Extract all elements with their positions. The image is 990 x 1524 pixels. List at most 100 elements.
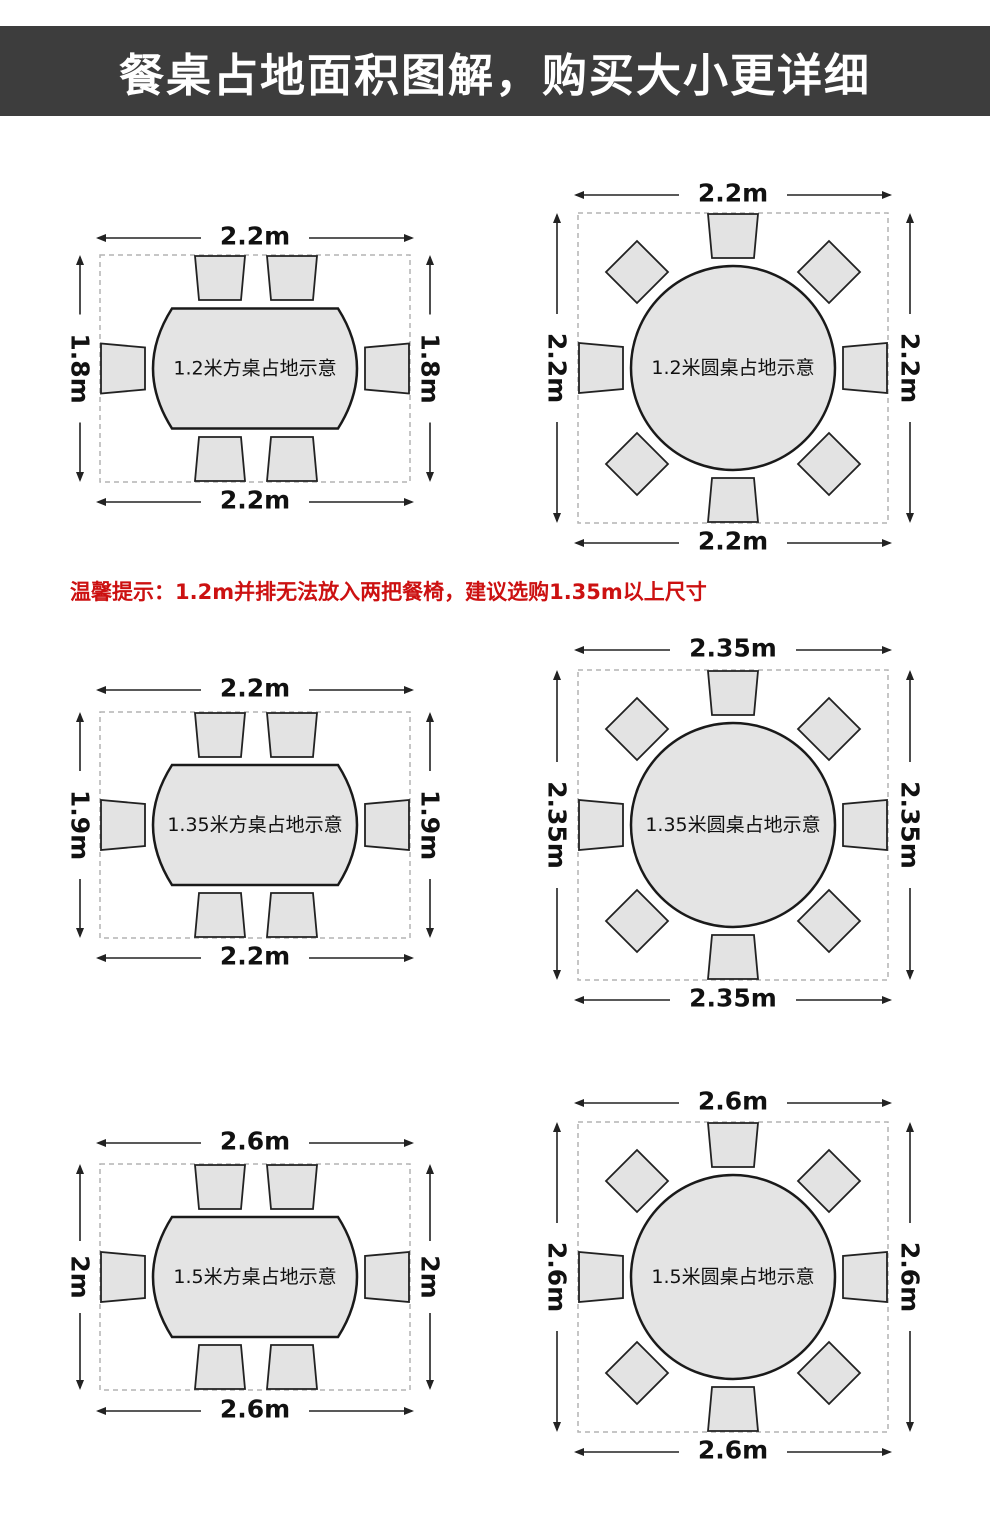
chair-diagonal — [796, 239, 862, 305]
width-top-arrow-right — [882, 646, 892, 654]
height-right-arrow-bottom — [906, 970, 914, 980]
chair — [842, 799, 888, 851]
width-bottom-arrow-left — [96, 1407, 106, 1415]
width-top-label: 2.2m — [220, 222, 290, 251]
chair — [194, 892, 246, 938]
height-right-label: 2.35m — [896, 781, 925, 869]
chair — [266, 1164, 318, 1210]
chair — [100, 1251, 146, 1303]
rect-table — [151, 307, 359, 430]
chair — [364, 342, 410, 395]
footprint-outline — [577, 669, 889, 981]
chair — [707, 1386, 759, 1432]
height-left-arrow-top — [76, 1164, 84, 1174]
chair — [364, 1251, 410, 1303]
round-table — [629, 721, 837, 929]
table-caption: 1.5米方桌占地示意 — [173, 1266, 336, 1288]
width-bottom-arrow-right — [882, 1448, 892, 1456]
width-bottom-arrow-left — [574, 1448, 584, 1456]
width-bottom-arrow-left — [574, 996, 584, 1004]
title-banner: 餐桌占地面积图解，购买大小更详细 — [0, 26, 990, 116]
chair — [707, 213, 759, 259]
height-right-arrow-top — [426, 712, 434, 722]
chair-diagonal — [604, 696, 670, 762]
height-left-arrow-bottom — [553, 970, 561, 980]
height-left-label: 2m — [66, 1255, 95, 1298]
height-left-label: 2.2m — [543, 333, 572, 403]
chair — [266, 436, 318, 482]
chair-diagonal — [796, 1148, 862, 1214]
width-top-arrow-right — [882, 1099, 892, 1107]
height-left-arrow-top — [553, 213, 561, 223]
footprint-outline — [99, 254, 411, 483]
width-bottom-label: 2.6m — [220, 1395, 290, 1424]
footprint-outline — [99, 1163, 411, 1391]
chair — [707, 1122, 759, 1168]
width-bottom-arrow-right — [882, 539, 892, 547]
table-caption: 1.2米圆桌占地示意 — [651, 357, 814, 379]
chair — [194, 1164, 246, 1210]
chair — [578, 799, 624, 851]
width-bottom-arrow-left — [96, 498, 106, 506]
height-left-arrow-bottom — [76, 1380, 84, 1390]
chair-diagonal — [604, 1340, 670, 1406]
chair — [842, 342, 888, 394]
width-top-label: 2.6m — [220, 1127, 290, 1156]
chair — [194, 255, 246, 301]
width-bottom-arrow-left — [96, 954, 106, 962]
chair — [578, 342, 624, 394]
notice-text: 温馨提示：1.2m并排无法放入两把餐椅，建议选购1.35m以上尺寸 — [70, 580, 707, 604]
page-title: 餐桌占地面积图解，购买大小更详细 — [118, 48, 871, 102]
chair — [578, 1251, 624, 1303]
chair-diagonal — [796, 431, 862, 497]
chair — [100, 342, 146, 395]
chair — [194, 712, 246, 758]
chair-diagonal — [604, 888, 670, 954]
round-table — [629, 1173, 837, 1381]
width-bottom-arrow-right — [404, 954, 414, 962]
chair — [194, 436, 246, 482]
table-caption: 1.5米圆桌占地示意 — [651, 1266, 814, 1288]
chair-diagonal — [796, 1340, 862, 1406]
height-left-arrow-bottom — [553, 1422, 561, 1432]
round-table — [629, 264, 837, 472]
width-bottom-arrow-right — [404, 498, 414, 506]
width-top-arrow-right — [404, 1139, 414, 1147]
width-top-label: 2.2m — [698, 179, 768, 208]
height-right-arrow-bottom — [426, 472, 434, 482]
chair — [266, 892, 318, 938]
chair — [266, 1344, 318, 1390]
width-top-arrow-left — [574, 1099, 584, 1107]
rect-table — [151, 1215, 359, 1339]
width-bottom-label: 2.2m — [220, 942, 290, 971]
chair — [194, 1344, 246, 1390]
chair — [266, 255, 318, 301]
width-top-label: 2.2m — [220, 674, 290, 703]
rect-table — [151, 763, 359, 887]
chair-diagonal — [796, 888, 862, 954]
width-top-arrow-right — [882, 191, 892, 199]
height-left-arrow-bottom — [76, 472, 84, 482]
footprint-outline — [99, 711, 411, 939]
height-right-label: 1.8m — [416, 333, 445, 403]
width-top-arrow-left — [574, 191, 584, 199]
width-top-arrow-left — [96, 686, 106, 694]
height-left-arrow-top — [553, 1122, 561, 1132]
height-right-arrow-bottom — [906, 1422, 914, 1432]
chair-diagonal — [604, 431, 670, 497]
table-caption: 1.35米方桌占地示意 — [167, 814, 342, 836]
chair — [364, 799, 410, 851]
width-bottom-label: 2.35m — [689, 984, 777, 1013]
width-bottom-arrow-left — [574, 539, 584, 547]
height-right-arrow-top — [426, 255, 434, 265]
width-top-arrow-left — [574, 646, 584, 654]
width-bottom-label: 2.2m — [698, 527, 768, 556]
chair — [842, 1251, 888, 1303]
width-top-label: 2.6m — [698, 1087, 768, 1116]
